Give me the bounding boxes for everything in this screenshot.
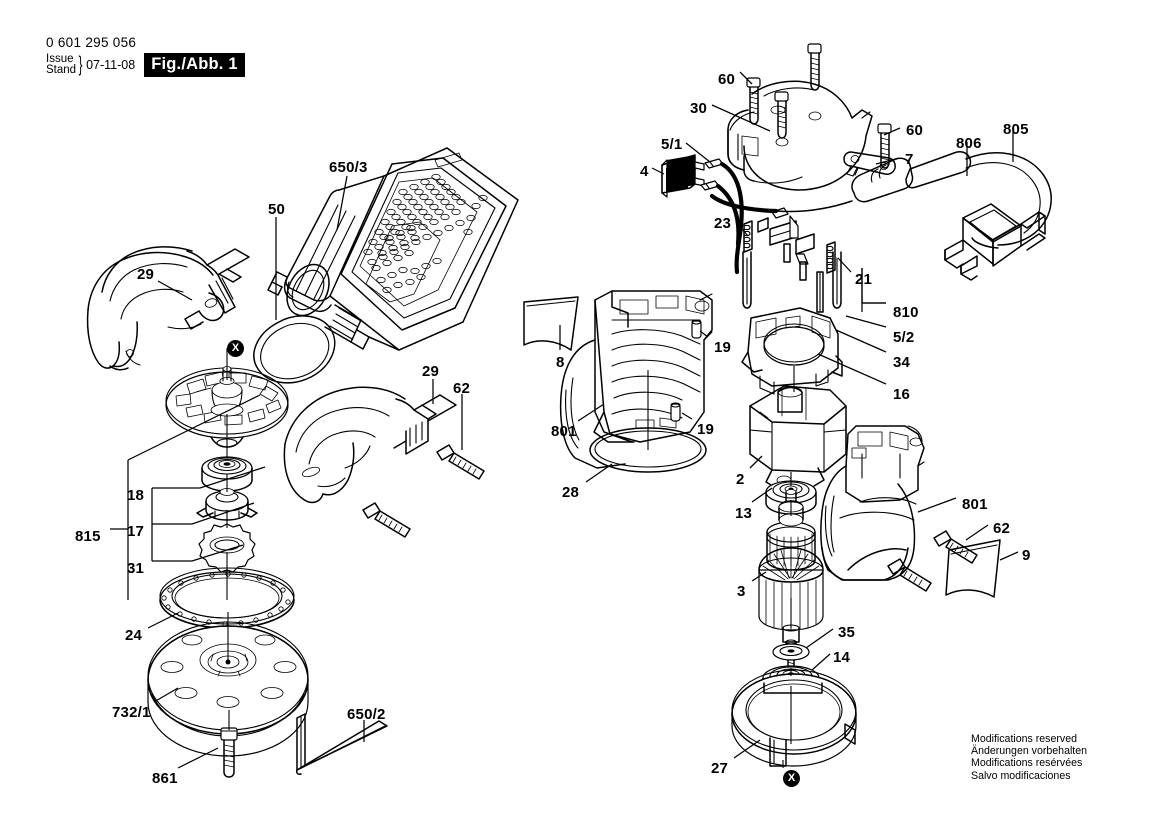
part-pin-19-b bbox=[670, 402, 681, 422]
callout-5-1: 5/1 bbox=[661, 136, 683, 153]
callout-27: 27 bbox=[711, 760, 729, 777]
callout-801: 801 bbox=[962, 496, 988, 513]
part-label-8 bbox=[523, 296, 579, 351]
part-screw-62-d bbox=[887, 558, 932, 592]
sheet-header: 0 601 295 056 Issue Stand } 07-11-08 Fig… bbox=[46, 36, 245, 77]
part-seal-ring-50 bbox=[253, 315, 336, 384]
brace-glyph: } bbox=[78, 53, 83, 76]
part-stator-2 bbox=[749, 385, 847, 489]
callout-35: 35 bbox=[838, 624, 856, 641]
callout-861: 861 bbox=[152, 770, 178, 787]
part-pcb-cluster bbox=[742, 207, 842, 313]
callout-650-2: 650/2 bbox=[347, 706, 386, 723]
callout-62: 62 bbox=[993, 520, 1011, 537]
callout-805: 805 bbox=[1003, 121, 1029, 138]
part-screw-60-b bbox=[774, 91, 789, 139]
callout-24: 24 bbox=[125, 627, 143, 644]
part-screw-62-b bbox=[362, 502, 411, 538]
part-brush-holder-16 bbox=[741, 307, 843, 395]
wire-lower bbox=[715, 183, 741, 247]
part-pin-19-a bbox=[691, 319, 702, 339]
callout-650-3: 650/3 bbox=[329, 159, 368, 176]
modifications-legend: Modifications reserved Änderungen vorbeh… bbox=[971, 733, 1087, 782]
callout-2: 2 bbox=[736, 471, 745, 488]
part-flange-27 bbox=[731, 669, 857, 767]
part-spring-23 bbox=[743, 220, 753, 253]
assembly-x-marker: X bbox=[227, 340, 244, 357]
callout-50: 50 bbox=[268, 201, 286, 218]
part-terminals-5-1 bbox=[700, 158, 724, 191]
callout-19: 19 bbox=[697, 421, 715, 438]
part-star-washer-31 bbox=[198, 523, 256, 573]
part-cord-assembly bbox=[709, 151, 1052, 281]
part-dust-box bbox=[267, 147, 519, 351]
part-screw-60-c bbox=[807, 43, 822, 91]
part-armature-3 bbox=[758, 489, 824, 669]
part-screw-60-a bbox=[746, 77, 761, 125]
issue-stand-labels: Issue Stand bbox=[46, 52, 77, 77]
callout-34: 34 bbox=[893, 354, 911, 371]
callout-23: 23 bbox=[714, 215, 732, 232]
legend-line-en: Modifications reserved bbox=[971, 733, 1077, 745]
legend-line-de: Änderungen vorbehalten bbox=[971, 745, 1088, 758]
assembly-x-marker: X bbox=[783, 770, 800, 787]
part-spring-21 bbox=[826, 241, 836, 274]
callout-28: 28 bbox=[562, 484, 580, 501]
callout-13: 13 bbox=[735, 505, 753, 522]
part-clamp-7 bbox=[843, 151, 896, 177]
part-switch-4 bbox=[661, 154, 705, 198]
callout-4: 4 bbox=[640, 163, 649, 180]
callout-21: 21 bbox=[855, 271, 873, 288]
part-screw-62-a bbox=[436, 444, 485, 480]
part-shroud-mid-left bbox=[283, 386, 485, 538]
callout-16: 16 bbox=[893, 386, 911, 403]
callout-8: 8 bbox=[556, 354, 565, 371]
callout-7: 7 bbox=[905, 151, 914, 168]
callout-30: 30 bbox=[690, 100, 708, 117]
stand-label: Stand bbox=[46, 64, 77, 76]
callout-62: 62 bbox=[453, 380, 471, 397]
part-collar-17 bbox=[196, 488, 258, 521]
callout-60: 60 bbox=[718, 71, 736, 88]
part-shroud-upper-left bbox=[86, 246, 250, 371]
callout-17: 17 bbox=[127, 523, 145, 540]
part-number: 0 601 295 056 bbox=[46, 35, 137, 50]
legend-line-es: Salvo modificaciones bbox=[971, 769, 1071, 782]
assembly-centrelines bbox=[226, 348, 795, 768]
issue-date: 07-11-08 bbox=[86, 58, 136, 72]
callout-801: 801 bbox=[551, 423, 577, 440]
part-screw-60-d bbox=[877, 123, 892, 169]
legend-line-fr: Modifications resérvées bbox=[971, 757, 1083, 770]
callout-29: 29 bbox=[422, 363, 440, 380]
callout-810: 810 bbox=[893, 304, 919, 321]
callout-19: 19 bbox=[714, 339, 732, 356]
part-screw-62-c bbox=[933, 530, 978, 564]
part-washer-35 bbox=[772, 643, 810, 661]
figure-badge: Fig./Abb. 1 bbox=[144, 53, 245, 77]
callout-31: 31 bbox=[127, 560, 145, 577]
callout-18: 18 bbox=[127, 487, 145, 504]
issue-label: Issue bbox=[46, 52, 74, 65]
callout-732-1: 732/1 bbox=[112, 704, 151, 721]
callout-14: 14 bbox=[833, 649, 851, 666]
callout-3: 3 bbox=[737, 583, 746, 600]
part-hex-key-650-2 bbox=[296, 713, 388, 775]
callout-60: 60 bbox=[906, 122, 924, 139]
callout-5-2: 5/2 bbox=[893, 329, 915, 346]
part-housing-801-right bbox=[820, 425, 1001, 598]
callout-9: 9 bbox=[1022, 547, 1031, 564]
part-housing-801-left bbox=[559, 290, 713, 469]
callout-29: 29 bbox=[137, 266, 155, 283]
callout-815: 815 bbox=[75, 528, 101, 545]
part-screw-861 bbox=[220, 727, 238, 778]
callout-806: 806 bbox=[956, 135, 982, 152]
part-bearing-18 bbox=[201, 456, 253, 492]
leader-lines bbox=[110, 71, 1019, 769]
